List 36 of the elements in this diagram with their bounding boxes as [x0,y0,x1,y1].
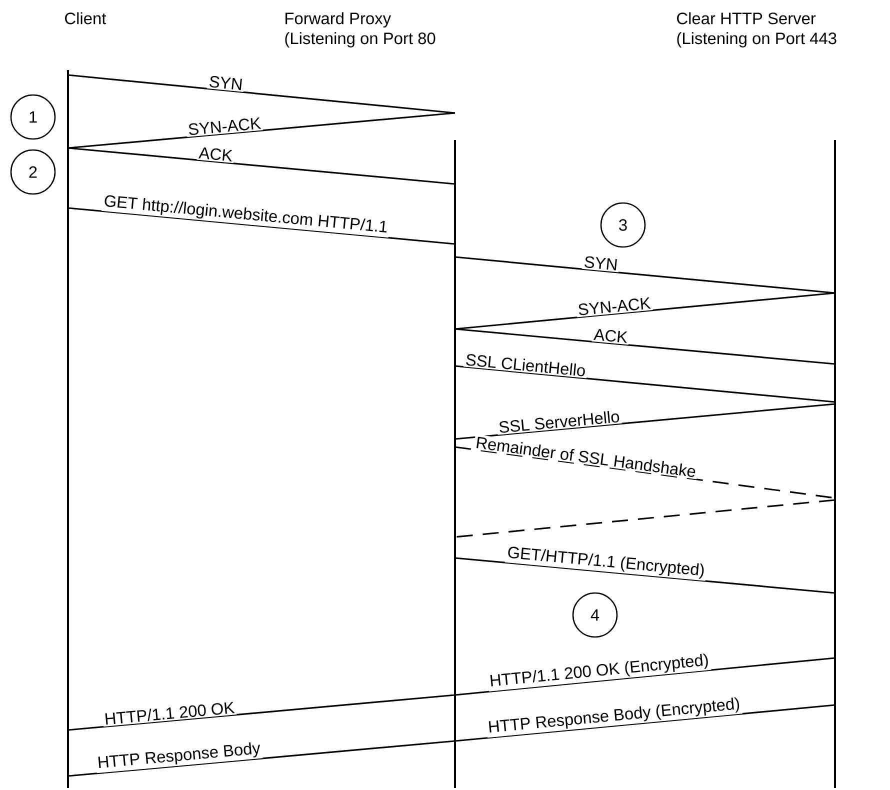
edge-label: SSL CLientHello [463,352,588,378]
message-line [68,112,456,149]
lifeline-header: Forward Proxy (Listening on Port 80 [285,12,436,48]
message-line [454,403,836,440]
lifeline-header: Clear HTTP Server (Listening on Port 443 [677,12,836,48]
edge-label: ACK [592,326,630,345]
message-line [454,256,836,294]
edge-label: GET http://login.website.com HTTP/1.1 [102,192,390,238]
edge-label: HTTP/1.1 200 OK (Encrypted) [487,652,712,692]
edge-label: HTTP Response Body [95,740,263,774]
message-line [454,292,836,330]
edge-label: SYN-ACK [576,295,653,318]
edge-label: HTTP Response Body (Encrypted) [486,695,742,738]
message-line [454,657,836,696]
message-line [454,557,836,594]
edge-label: SYN-ACK [186,116,263,138]
message-line [454,365,836,403]
message-line [68,74,456,114]
edge-label: GET/HTTP/1.1 (Encrypted) [504,544,707,581]
step-number: 3 [600,202,646,248]
edge-label: ACK [196,145,235,164]
message-line [68,147,456,185]
edge-label: SYN [206,74,245,92]
lifeline-header: Client [65,12,106,24]
message-line [454,499,836,538]
message-line [68,694,456,731]
edge-label: HTTP/1.1 200 OK [102,700,237,727]
message-line [454,704,836,742]
message-line [68,740,456,777]
step-number: 1 [10,94,56,140]
edge-label: SYN [582,254,620,272]
step-number: 2 [10,149,56,195]
edge-label: SSL ServerHello [496,408,622,435]
message-line [454,328,836,365]
message-line [68,207,456,245]
step-number: 4 [572,592,618,638]
